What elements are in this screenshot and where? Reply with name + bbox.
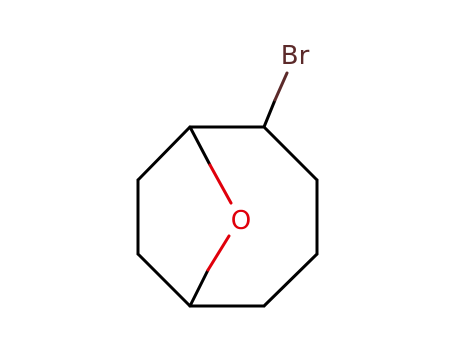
bond-c6-c7 — [136, 252, 192, 308]
bond-c2-br-carbon-half — [262, 98, 277, 129]
carbon-ring — [136, 125, 319, 308]
bond-c2-br-bromine-half — [273, 71, 289, 102]
bond-c2-c3 — [262, 125, 319, 182]
bromine-atom-label: Br — [281, 41, 310, 71]
bromine-substituent — [262, 71, 289, 129]
bond-c1-o-carbon-half — [188, 125, 212, 167]
bond-c6-o-oxygen-half — [206, 234, 231, 272]
bond-c1-o-oxygen-half — [208, 163, 233, 205]
oxygen-atom-label: O — [231, 206, 251, 236]
bond-c8-c1 — [136, 125, 192, 182]
bond-c4-c5 — [262, 252, 319, 308]
bond-c6-o-carbon-half — [188, 268, 210, 308]
oxygen-bridge — [188, 125, 233, 308]
